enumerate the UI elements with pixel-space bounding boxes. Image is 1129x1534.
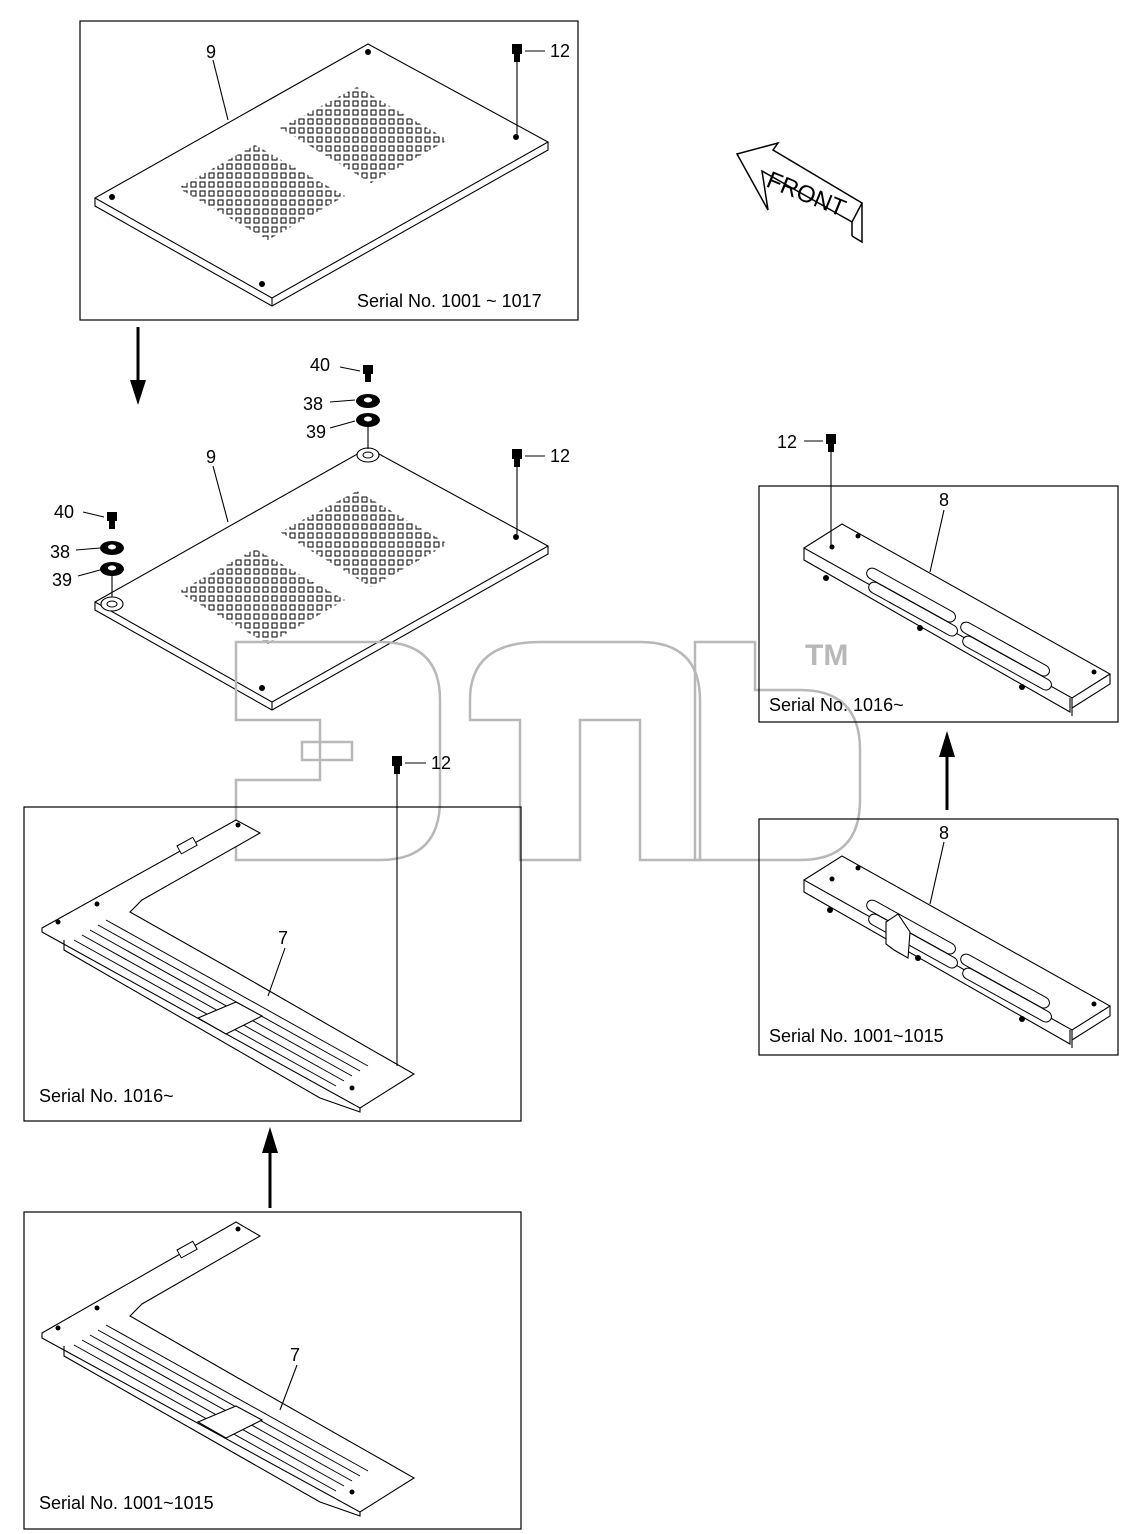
label-mid-washer-38-right: 38 [303,394,323,414]
label-right-top-bolt-12: 12 [777,432,797,452]
front-arrow-icon: FRONT [735,141,863,244]
serial-left-mid: Serial No. 1016~ [39,1086,174,1106]
serial-right-top: Serial No. 1016~ [769,695,904,715]
right-top-frame [758,485,1119,723]
label-mid-washer-39-left: 39 [52,570,72,590]
arrow-up-icon-left [262,1127,278,1208]
mid-washer-38-right [329,394,380,408]
right-top-bracket-8 [802,523,1112,716]
top-panel-frame [79,20,579,321]
label-mid-washer-39-right: 39 [306,422,326,442]
left-mid-bolt-12 [392,756,426,1066]
left-bottom-frame-7 [41,1221,416,1517]
label-mid-part-9: 9 [206,447,216,467]
mid-panel-cover-9 [93,447,550,711]
watermark-logo: TM [234,639,862,862]
mid-washer-39-left [77,562,124,597]
left-mid-frame [23,806,522,1122]
right-top-bolt-12 [804,434,836,546]
label-top-bolt-12: 12 [550,41,570,61]
label-mid-bolt-40-right: 40 [310,355,330,375]
label-mid-bolt-40-left: 40 [54,502,74,522]
top-panel-cover-9 [93,43,550,307]
mid-washer-39-right [329,413,380,449]
right-bottom-frame [758,818,1119,1056]
label-mid-washer-38-left: 38 [50,542,70,562]
label-mid-bolt-12: 12 [550,446,570,466]
label-left-mid-bolt-12: 12 [431,753,451,773]
arrow-down-icon [130,327,146,405]
top-bolt-12 [512,44,545,135]
left-bottom-frame [23,1211,522,1530]
label-top-part-9: 9 [206,42,216,62]
label-left-bottom-part-7: 7 [290,1345,300,1365]
right-bottom-bracket-8 [802,855,1112,1048]
left-mid-frame-7 [41,819,416,1113]
serial-top-panel: Serial No. 1001 ~ 1017 [357,291,542,311]
label-right-top-part-8: 8 [939,490,949,510]
mid-bolt-40-right [339,365,373,382]
mid-washer-38-left [75,541,124,555]
serial-left-bottom: Serial No. 1001~1015 [39,1493,214,1513]
serial-right-bottom: Serial No. 1001~1015 [769,1026,944,1046]
watermark-tm: TM [805,639,848,672]
arrow-up-icon-right [939,731,955,810]
label-left-mid-part-7: 7 [278,928,288,948]
mid-bolt-12 [512,449,545,534]
mid-bolt-40-left [82,511,117,529]
label-right-bottom-part-8: 8 [939,823,949,843]
